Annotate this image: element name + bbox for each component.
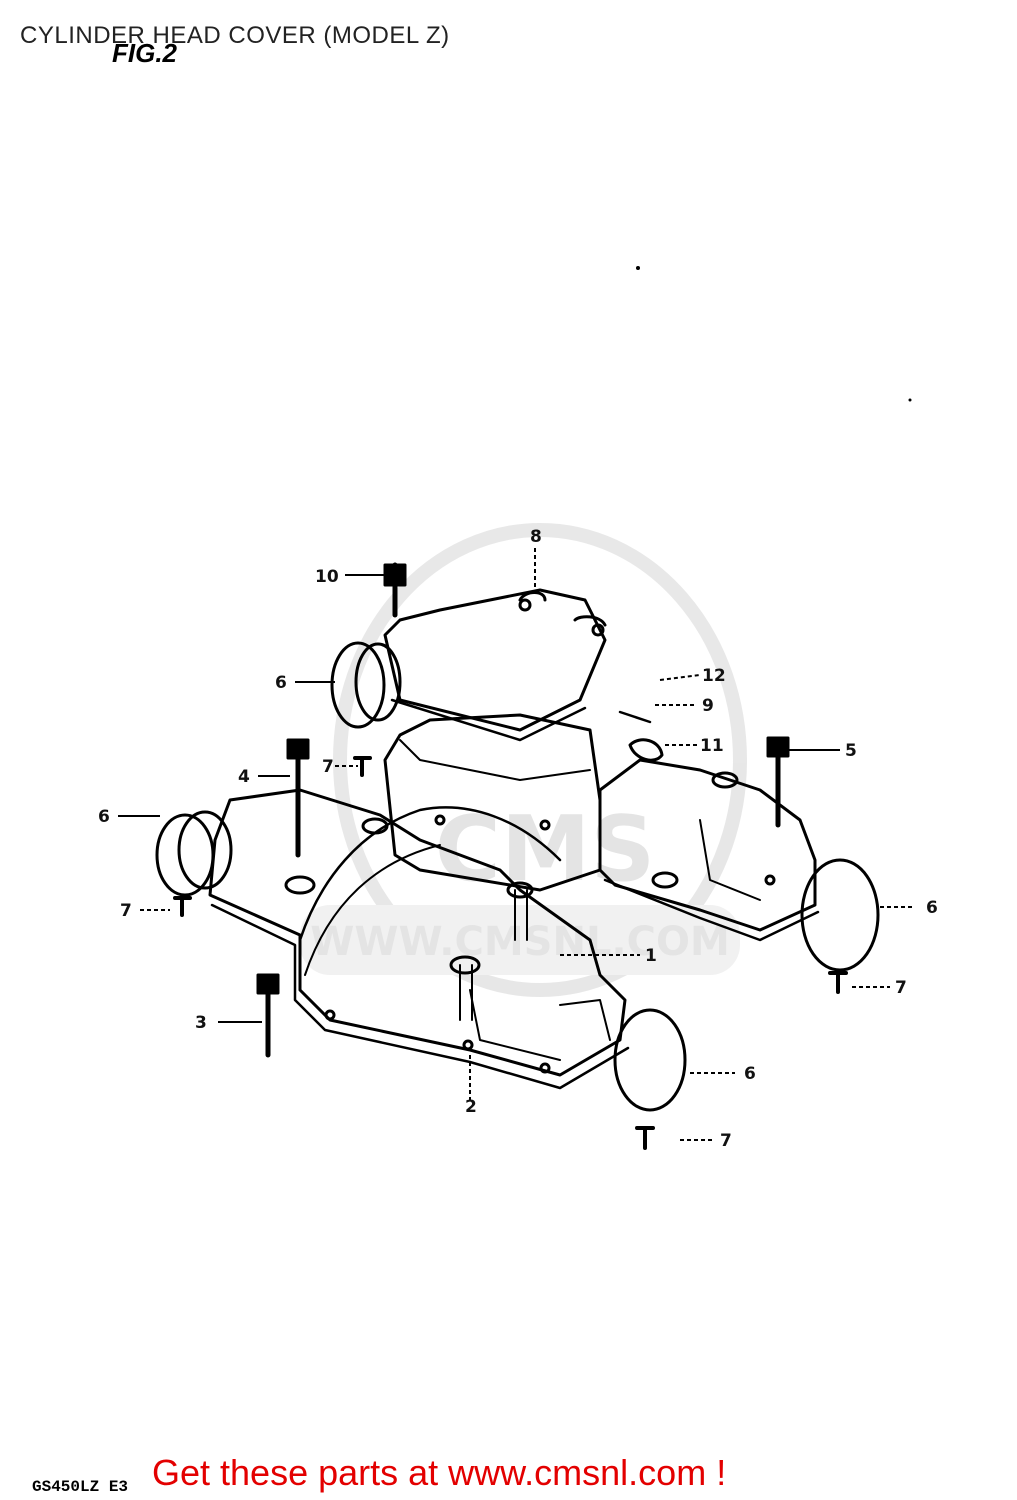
- head-cover-drawing: [155, 266, 912, 1150]
- callout-7-lower: 7: [720, 1131, 732, 1151]
- callout-7-upper: 7: [322, 757, 334, 777]
- callout-12: 12: [702, 666, 726, 686]
- callout-4: 4: [238, 767, 250, 787]
- callout-7-left: 7: [120, 901, 132, 921]
- callout-6-left: 6: [98, 807, 110, 827]
- model-code: GS450LZ E3: [32, 1478, 129, 1496]
- callout-10: 10: [315, 567, 339, 587]
- callout-3: 3: [195, 1013, 207, 1033]
- callout-1: 1: [645, 946, 657, 966]
- callout-5: 5: [845, 741, 857, 761]
- callout-6-upper-left: 6: [275, 673, 287, 693]
- leader-lines: [118, 548, 915, 1141]
- callout-numbers: 10 8 6 12 9 11 5 4 7 6 7 6 1 7 3 6 2 7: [98, 527, 938, 1151]
- callout-6-lower: 6: [744, 1064, 756, 1084]
- callout-2: 2: [465, 1097, 477, 1117]
- watermark-url: WWW.CMSNL.COM: [310, 919, 730, 965]
- page-title: CYLINDER HEAD COVER (MODEL Z): [20, 22, 450, 49]
- callout-9: 9: [702, 696, 714, 716]
- callout-7-right: 7: [895, 978, 907, 998]
- figure-label: FIG.2: [112, 38, 178, 68]
- callout-8: 8: [530, 527, 542, 547]
- callout-6-right: 6: [926, 898, 938, 918]
- callout-11: 11: [700, 736, 724, 756]
- promo-link[interactable]: Get these parts at www.cmsnl.com !: [152, 1452, 727, 1493]
